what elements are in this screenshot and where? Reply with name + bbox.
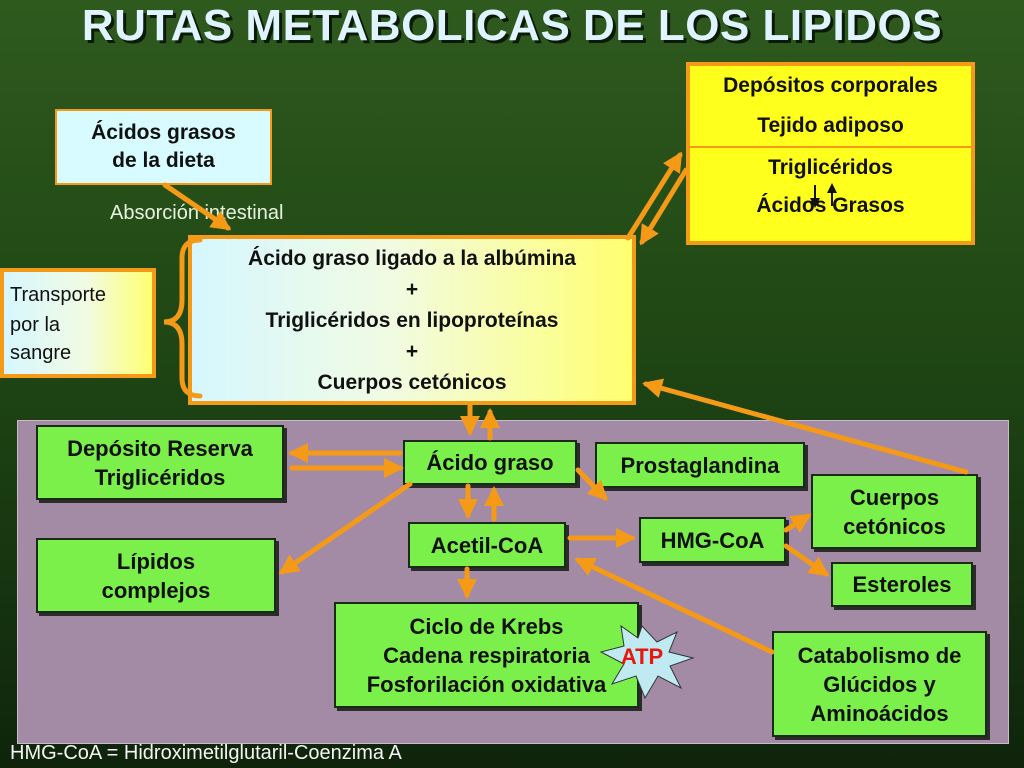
atp-star [599,624,695,700]
arrow-deposits-to-blood [639,167,689,246]
footer-note: HMG-CoA = Hidroximetilglutaril-Coenzima … [10,742,402,764]
deposits-header: Depósitos corporales [723,74,938,97]
page-title: RUTAS METABOLICAS DE LOS LIPIDOS [81,1,943,50]
krebs-cycle-box: Ciclo de Krebs Cadena respiratoria Fosfo… [334,602,639,708]
catabolism-line-3: Aminoácidos [810,700,949,726]
arrow-fatty-acid-to-complex-lipids [278,481,413,575]
absorption-label: Absorción intestinal [110,202,284,224]
complex-lipids-line-2: complejos [101,577,211,603]
blood-transport-box: Transporte por la sangre [0,268,156,378]
arrow-diet-to-blood [162,182,232,231]
body-deposits-box: Depósitos corporales Tejido adiposo Trig… [686,62,975,245]
krebs-line-1: Ciclo de Krebs [409,613,564,639]
fatty-acid-box: Ácido graso [403,440,577,485]
reserve-line-1: Depósito Reserva [67,435,253,461]
blood-plus-2: + [405,339,419,363]
sterols-label: Esteroles [852,572,952,597]
reserve-deposit-box: Depósito Reserva Triglicéridos [36,425,284,500]
deposits-divider [690,146,971,148]
catabolism-box: Catabolismo de Glúcidos y Aminoácidos [772,631,987,737]
transport-line-2: por la [10,313,61,336]
dietary-line-2: de la dieta [112,149,215,172]
deposits-triglycerides: Triglicéridos [768,156,893,179]
atp-label: ATP [620,644,664,669]
deposits-tissue: Tejido adiposo [757,114,904,137]
blood-ketone-bodies: Cuerpos cetónicos [317,370,507,394]
arrow-catabolism-to-acetyl [574,557,775,655]
transport-brace [163,237,203,399]
hmg-coa-label: HMG-CoA [660,527,765,553]
arrow-hmg-to-sterols [783,543,830,577]
catabolism-line-2: Glúcidos y [823,671,936,697]
fatty-acid-label: Ácido graso [426,450,554,475]
ketone-line-1: Cuerpos [849,484,940,510]
blood-albumin: Ácido graso ligado a la albúmina [248,246,576,270]
krebs-line-2: Cadena respiratoria [383,642,590,668]
blood-lipoproteins: Triglicéridos en lipoproteínas [265,308,559,332]
blood-plus-1: + [405,277,419,301]
arrow-ketone-to-blood [642,378,969,475]
ketone-bodies-box: Cuerpos cetónicos [811,474,978,549]
blood-contents-box: Ácido graso ligado a la albúmina + Trigl… [188,235,636,405]
arrow-hmg-to-ketone [783,513,812,534]
acetyl-coa-box: Acetil-CoA [408,522,566,568]
deposits-fatty-acids: Ácidos Grasos [756,194,905,217]
complex-lipids-line-1: Lípidos [116,548,196,574]
complex-lipids-box: Lípidos complejos [36,538,276,613]
sterols-box: Esteroles [831,562,973,607]
arrow-blood-to-deposits [625,151,683,241]
reserve-line-2: Triglicéridos [94,464,226,490]
acetyl-coa-label: Acetil-CoA [430,532,544,558]
arrow-fatty-acid-to-prostaglandin [575,467,608,501]
transport-line-3: sangre [10,341,72,364]
catabolism-line-1: Catabolismo de [797,642,962,668]
prostaglandin-box: Prostaglandina [595,442,805,488]
hmg-coa-box: HMG-CoA [639,517,786,563]
ketone-line-2: cetónicos [843,513,946,539]
dietary-line-1: Ácidos grasos [91,121,236,144]
transport-line-1: Transporte [10,283,106,306]
prostaglandin-label: Prostaglandina [620,452,780,478]
krebs-line-3: Fosforilación oxidativa [366,671,607,697]
